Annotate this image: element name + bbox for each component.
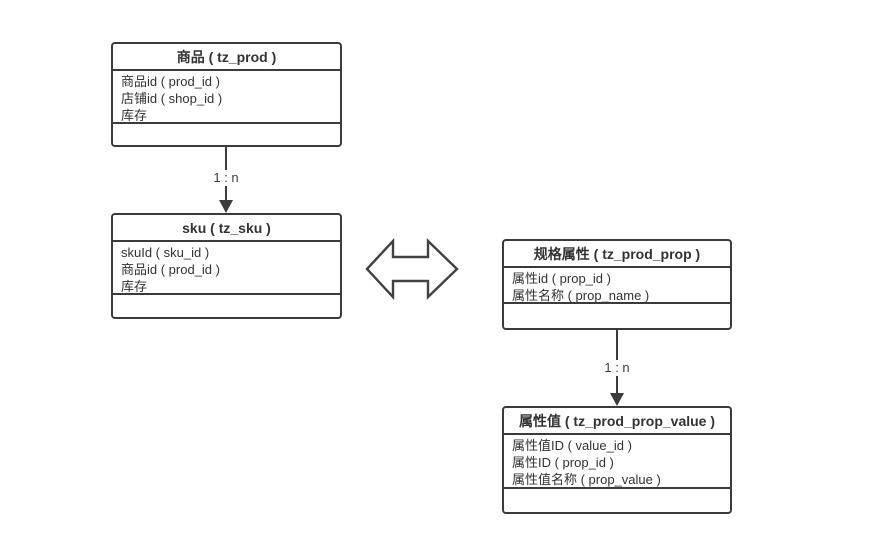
table-field-row: skuId ( sku_id ) bbox=[121, 245, 210, 260]
table-title-prod: 商品 ( tz_prod ) bbox=[113, 44, 340, 71]
table-fields-prod: 商品id ( prod_id ) 店铺id ( shop_id ) 库存 bbox=[113, 71, 340, 122]
table-field-row: 库存 bbox=[121, 279, 148, 293]
arrowhead-down-icon bbox=[610, 393, 624, 406]
table-field-row: 商品id ( prod_id ) bbox=[121, 262, 220, 277]
entity-table-prop-value: 属性值 ( tz_prod_prop_value ) 属性值ID ( value… bbox=[502, 406, 732, 514]
table-empty-section bbox=[113, 122, 340, 145]
table-fields-prop-value: 属性值ID ( value_id ) 属性ID ( prop_id ) 属性值名… bbox=[504, 435, 730, 487]
table-field-row: 属性id ( prop_id ) bbox=[512, 271, 611, 286]
table-fields-sku: skuId ( sku_id ) 商品id ( prod_id ) 库存 bbox=[113, 242, 340, 293]
table-title-prop: 规格属性 ( tz_prod_prop ) bbox=[504, 241, 730, 268]
table-field-row: 属性名称 ( prop_name ) bbox=[512, 288, 650, 302]
table-empty-section bbox=[113, 293, 340, 317]
table-title-sku: sku ( tz_sku ) bbox=[113, 215, 340, 242]
table-empty-section bbox=[504, 302, 730, 328]
double-arrow-icon bbox=[365, 238, 459, 300]
table-field-row: 属性值名称 ( prop_value ) bbox=[512, 472, 661, 487]
table-empty-section bbox=[504, 487, 730, 512]
cardinality-label: 1 : n bbox=[600, 360, 634, 376]
connector-prod-to-sku: 1 : n bbox=[209, 147, 243, 213]
arrowhead-down-icon bbox=[219, 200, 233, 213]
table-field-row: 属性ID ( prop_id ) bbox=[512, 455, 614, 470]
entity-table-prod: 商品 ( tz_prod ) 商品id ( prod_id ) 店铺id ( s… bbox=[111, 42, 342, 147]
table-field-row: 店铺id ( shop_id ) bbox=[121, 91, 223, 106]
connector-prop-to-prop-value: 1 : n bbox=[600, 330, 634, 406]
table-fields-prop: 属性id ( prop_id ) 属性名称 ( prop_name ) bbox=[504, 268, 730, 302]
cardinality-label: 1 : n bbox=[209, 170, 243, 186]
table-field-row: 属性值ID ( value_id ) bbox=[512, 438, 632, 453]
entity-table-prop: 规格属性 ( tz_prod_prop ) 属性id ( prop_id ) 属… bbox=[502, 239, 732, 330]
table-field-row: 商品id ( prod_id ) bbox=[121, 74, 220, 89]
table-title-prop-value: 属性值 ( tz_prod_prop_value ) bbox=[504, 408, 730, 435]
entity-table-sku: sku ( tz_sku ) skuId ( sku_id ) 商品id ( p… bbox=[111, 213, 342, 319]
table-field-row: 库存 bbox=[121, 108, 148, 122]
